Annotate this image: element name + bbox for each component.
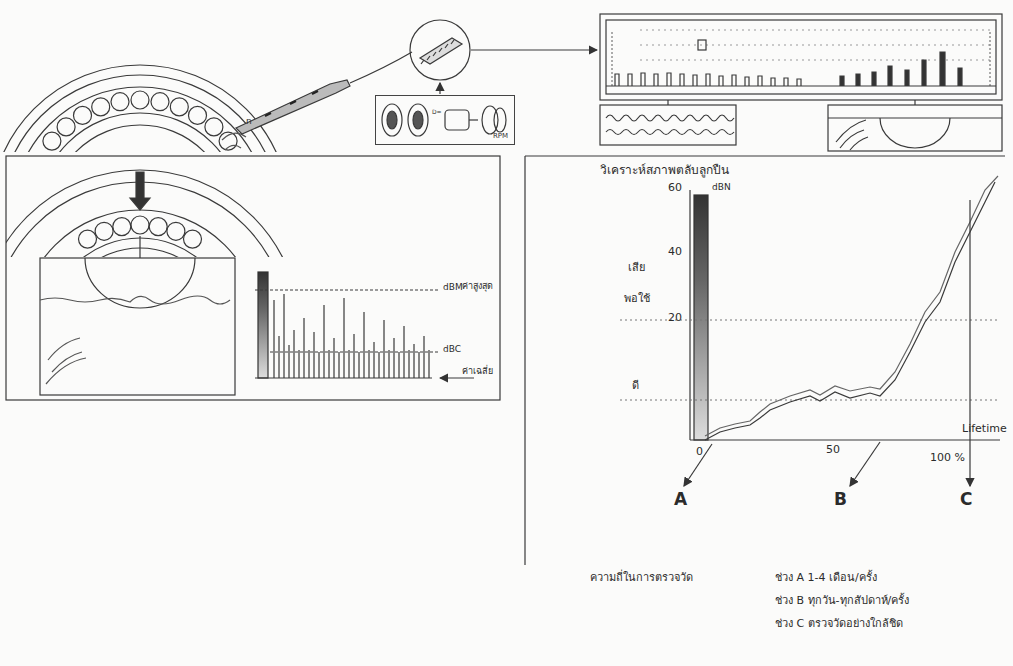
- note-text: ช่วง C ตรวจวัดอย่างใกล้ชิด: [775, 618, 903, 631]
- axis-value: 40: [668, 246, 682, 259]
- axis: [690, 439, 1000, 440]
- level-label: ค่าเฉลี่ย: [462, 366, 493, 376]
- note-heading: ความถี่ในการตรวจวัด: [590, 572, 693, 585]
- axis-value: 60: [668, 182, 682, 195]
- data-arrow: [439, 83, 440, 94]
- impact-box: [40, 258, 235, 395]
- svg-text:n: n: [246, 116, 252, 126]
- svg-text:D=: D=: [432, 108, 442, 115]
- processor-circle: [410, 20, 470, 80]
- note-text: ช่วง B ทุกวัน-ทุกสัปดาห์/ครั้ง: [775, 595, 909, 608]
- level-bar: [258, 272, 268, 378]
- display-screen: [600, 14, 1002, 151]
- level-label: ค่าสูงสุด: [462, 281, 493, 291]
- condition-curve: [705, 182, 995, 440]
- zone-label: เสีย: [628, 262, 645, 275]
- load-arrow: [130, 172, 150, 210]
- note-text: ช่วง A 1-4 เดือน/ครั้ง: [775, 572, 877, 585]
- chart-title: วิเคราะห์สภาพตลับลูกปืน: [600, 164, 729, 178]
- sensor-cable: [350, 52, 412, 83]
- axis-value: 50: [826, 444, 840, 457]
- pulse-bars: [274, 294, 429, 378]
- input-data-box: RPM: [375, 95, 515, 145]
- level-label: dBM: [443, 282, 463, 292]
- level-label: dBC: [443, 344, 461, 354]
- sensor-probe: [236, 80, 350, 134]
- axis-value: 100 %: [930, 452, 965, 465]
- bearing-pictograms: D=: [382, 104, 506, 136]
- axis-title: Lifetime: [962, 423, 1007, 436]
- zone-label: ดี: [632, 380, 639, 393]
- unit-label: dBN: [712, 182, 731, 192]
- phase-label: A: [674, 490, 687, 510]
- panel-frame: [6, 156, 500, 400]
- phase-label: B: [834, 490, 847, 510]
- signal-arrow: [471, 49, 597, 50]
- bearing-detail: [6, 170, 300, 257]
- panel-frame: [525, 155, 1005, 156]
- bearing-drawing: [0, 65, 290, 152]
- phase-label: C: [960, 490, 972, 510]
- axis-value: 20: [668, 312, 682, 325]
- level-bar: [694, 195, 708, 440]
- axis-value: 0: [696, 446, 703, 459]
- zone-label: พอใช้: [624, 293, 650, 306]
- box-text: RPM: [493, 132, 508, 140]
